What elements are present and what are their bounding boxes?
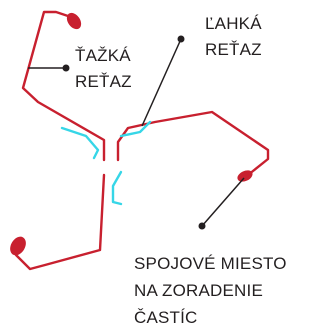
pointer-heavy-dot [62, 64, 70, 72]
pointer-light-dot [177, 35, 185, 43]
pointers [28, 35, 245, 230]
light-chains [60, 120, 152, 206]
label-binding-site-line1: SPOJOVÉ MIESTO [134, 254, 287, 273]
label-light-chain-line1: ĽAHKÁ [205, 14, 262, 33]
pointer-binding [201, 177, 245, 227]
heavy-chain-upper-left [21, 10, 106, 162]
label-heavy-chain-line2: REŤAZ [75, 72, 132, 91]
light-chain-upper-left [60, 126, 100, 160]
label-binding-site-line2: NA ZORADENIE [134, 281, 263, 300]
heavy-chain-upper-right [116, 110, 270, 177]
tip-right [237, 170, 253, 182]
tip-left [10, 236, 26, 256]
label-heavy-chain-line1: ŤAŽKÁ [75, 46, 131, 65]
chain-tips [10, 12, 253, 256]
pointer-light [141, 38, 182, 127]
pointer-binding-dot [198, 222, 206, 230]
heavy-chain-lower [14, 173, 106, 271]
tip-top [66, 12, 82, 30]
light-chain-upper-right [119, 120, 152, 138]
label-binding-site-line3: ČASTÍC [134, 308, 198, 327]
label-light-chain-line2: REŤAZ [205, 40, 262, 59]
light-chain-lower [111, 170, 123, 206]
